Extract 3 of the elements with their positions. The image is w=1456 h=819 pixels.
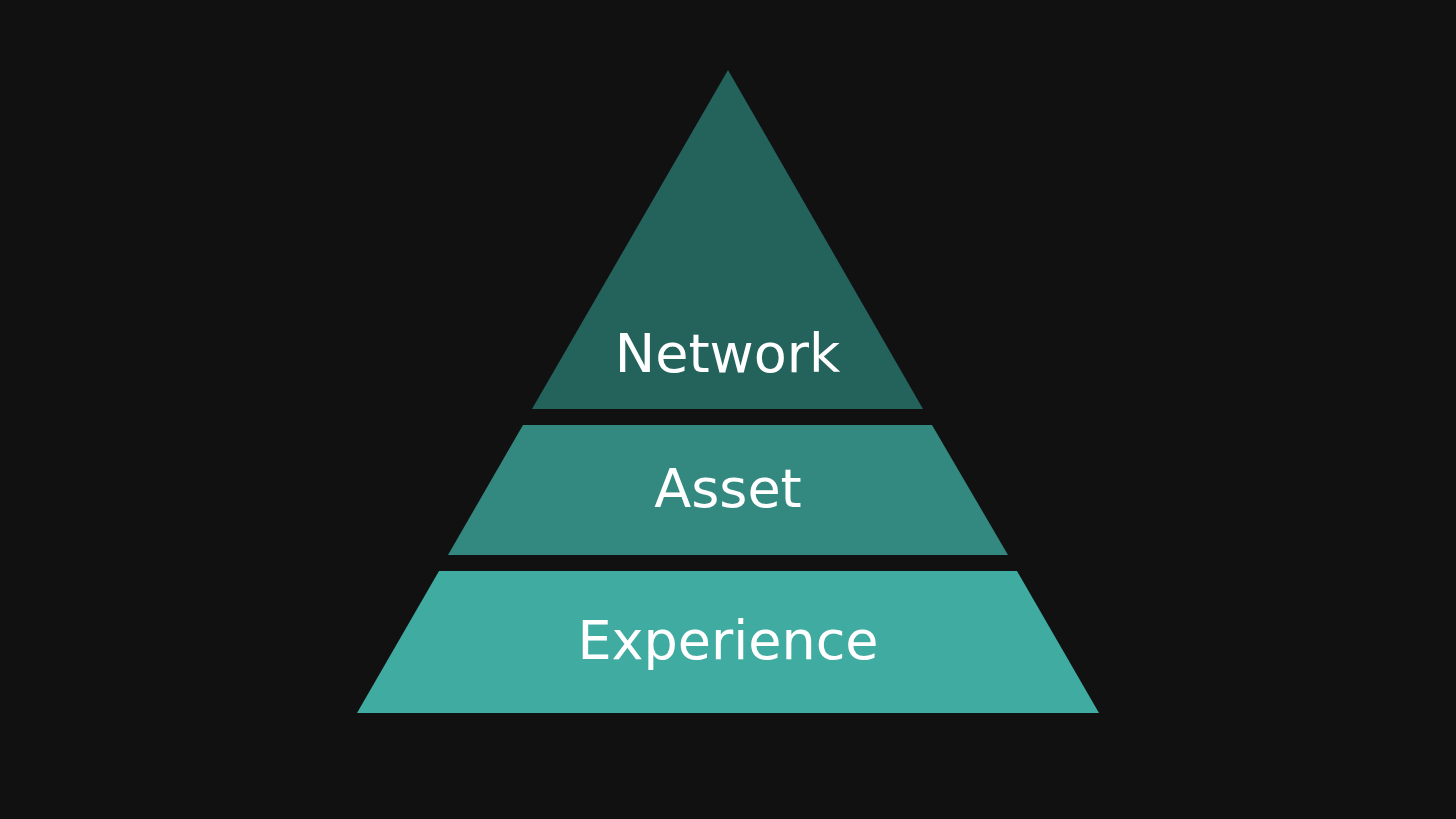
tier-label: Experience xyxy=(577,609,879,672)
tier-label: Network xyxy=(614,322,841,385)
tier-label: Asset xyxy=(654,457,802,520)
